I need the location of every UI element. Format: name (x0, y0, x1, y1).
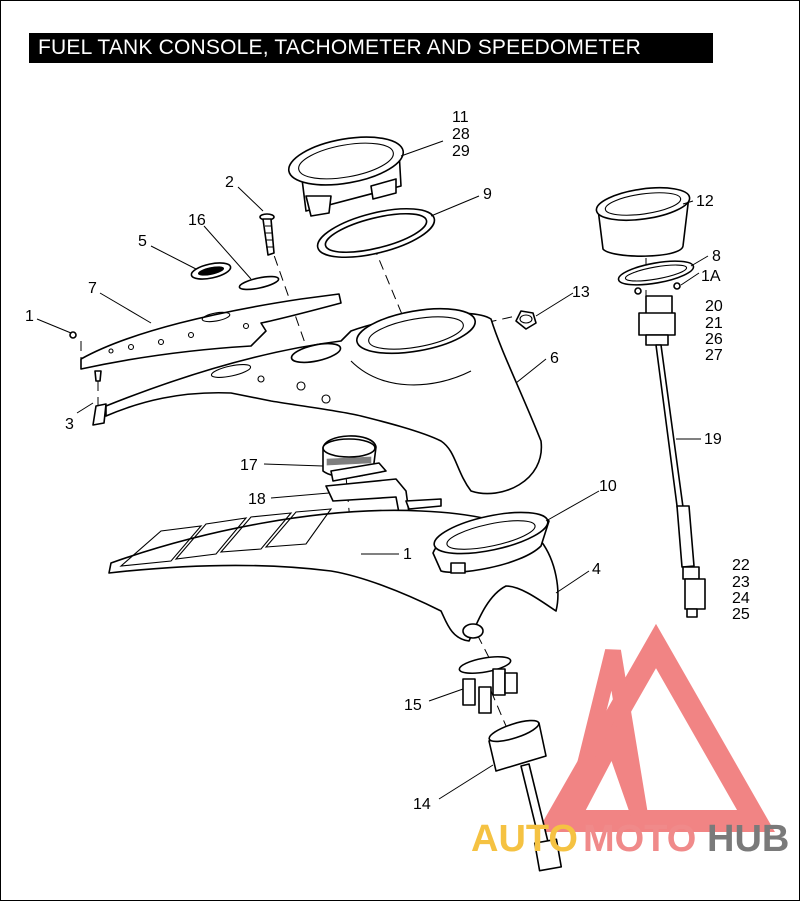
callout-27: 27 (705, 347, 723, 364)
tachometer-screws (634, 282, 681, 295)
speedometer-sensor (488, 719, 563, 872)
speedometer-seal-ring (316, 207, 436, 259)
callout-4: 4 (592, 561, 601, 578)
speedometer-gauge (287, 136, 405, 217)
callout-10: 10 (599, 478, 617, 495)
callout-9: 9 (483, 186, 492, 203)
callout-23: 23 (732, 574, 750, 591)
watermark-part-1: AUTO (471, 818, 578, 860)
tachometer-mount-cup (432, 511, 550, 574)
callout-leader-lines (36, 140, 709, 800)
callout-12: 12 (696, 193, 714, 210)
callout-2: 2 (225, 174, 234, 191)
watermark-part-2: MOTO (583, 818, 696, 860)
callout-14: 14 (413, 796, 431, 813)
callout-3: 3 (65, 416, 74, 433)
callout-1-lower: 1 (403, 546, 412, 563)
callout-7: 7 (88, 280, 97, 297)
callout-15: 15 (404, 697, 422, 714)
watermark-text: AUTO MOTO HUB (471, 818, 789, 860)
console-grommet (515, 310, 537, 330)
lamp-socket-assembly (458, 655, 518, 714)
callout-22: 22 (732, 557, 750, 574)
trim-screws (69, 331, 107, 426)
callout-8: 8 (712, 248, 721, 265)
callout-13: 13 (572, 284, 590, 301)
grille-gasket (238, 275, 280, 291)
callout-16: 16 (188, 212, 206, 229)
tachometer-gauge (595, 186, 691, 257)
console-trim-strip (80, 293, 342, 370)
callout-6: 6 (550, 350, 559, 367)
callout-labels: 11 28 29 9 2 16 5 7 1 3 13 6 12 8 1A 20 … (25, 109, 750, 813)
callout-26: 26 (705, 331, 723, 348)
tachometer-seal-ring (617, 260, 695, 286)
callout-11: 11 (452, 109, 469, 126)
callout-18: 18 (248, 491, 266, 508)
callout-28: 28 (452, 126, 470, 143)
diagram-title: FUEL TANK CONSOLE, TACHOMETER AND SPEEDO… (38, 36, 641, 59)
callout-5: 5 (138, 233, 147, 250)
callout-1A: 1A (701, 268, 721, 285)
title-banner: FUEL TANK CONSOLE, TACHOMETER AND SPEEDO… (29, 33, 713, 63)
fuel-tank-console (105, 307, 543, 495)
watermark-logo (537, 623, 775, 832)
console-grille (190, 262, 232, 280)
callout-29: 29 (452, 143, 470, 160)
indicator-lamp (322, 435, 387, 482)
tachometer-connector (638, 295, 676, 346)
callout-20: 20 (705, 298, 723, 315)
callout-21: 21 (705, 315, 723, 332)
watermark-part-3: HUB (707, 818, 789, 860)
callout-19: 19 (704, 431, 722, 448)
callout-1-upper: 1 (25, 308, 34, 325)
lamp-bracket (325, 478, 442, 514)
callout-24: 24 (732, 590, 750, 607)
callout-25: 25 (732, 606, 750, 623)
console-screw (259, 213, 275, 256)
callout-17: 17 (240, 457, 258, 474)
wire-harness (655, 344, 706, 618)
